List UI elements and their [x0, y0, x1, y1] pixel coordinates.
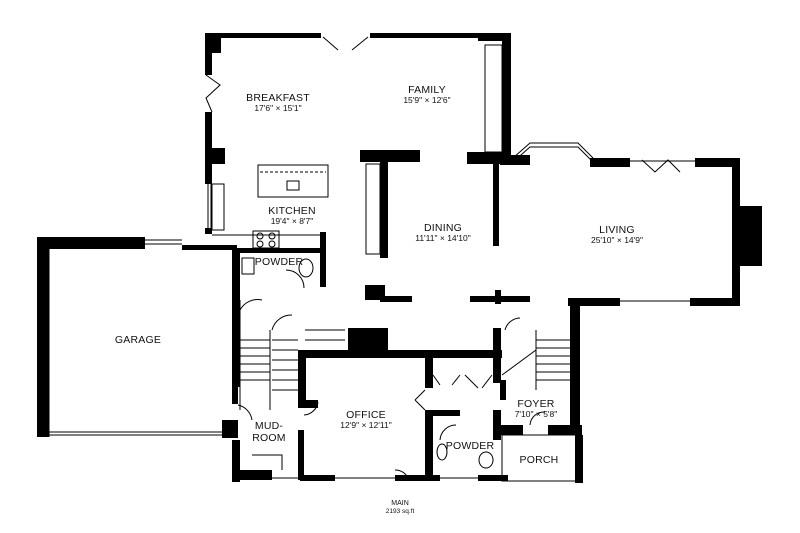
room-name: FAMILY [408, 84, 446, 96]
room-label-kitchen: KITCHEN 19'4" × 8'7" [268, 205, 316, 227]
room-label-office: OFFICE 12'9" × 12'11" [340, 409, 391, 431]
room-label-family: FAMILY 15'9" × 12'6" [403, 84, 450, 106]
room-name: PORCH [519, 454, 559, 466]
room-dimensions: 11'11" × 14'10" [415, 233, 471, 244]
room-label-powder-lower: POWDER [446, 440, 494, 452]
room-label-foyer: FOYER 7'10" × 5'8" [515, 398, 558, 420]
room-label-mudroom: MUD- ROOM [252, 420, 285, 444]
walls [37, 33, 762, 483]
room-label-breakfast: BREAKFAST 17'6" × 15'1" [246, 92, 310, 114]
room-name: GARAGE [114, 334, 162, 346]
floor-caption: MAIN 2193 sq.ft [386, 500, 415, 516]
floor-area: 2193 sq.ft [385, 508, 415, 516]
room-label-dining: DINING 11'11" × 14'10" [415, 222, 471, 244]
room-name: FOYER [517, 398, 555, 410]
floor-level: MAIN [391, 500, 409, 507]
room-name: LIVING [599, 224, 635, 236]
windows-doors [40, 35, 748, 482]
room-label-porch: PORCH [520, 454, 559, 466]
room-name: KITCHEN [268, 205, 316, 217]
room-label-living: LIVING 25'10" × 14'9" [591, 224, 643, 246]
room-dimensions: 25'10" × 14'9" [590, 235, 644, 246]
room-name: DINING [424, 222, 462, 234]
room-name: BREAKFAST [246, 92, 310, 104]
room-name: POWDER [254, 256, 304, 268]
room-name: POWDER [445, 440, 495, 452]
room-label-garage: GARAGE [115, 334, 161, 346]
room-label-powder-upper: POWDER [255, 256, 303, 268]
room-name: MUD- ROOM [252, 420, 286, 445]
room-dimensions: 7'10" × 5'8" [514, 409, 558, 420]
room-dimensions: 17'6" × 15'1" [254, 103, 302, 114]
room-dimensions: 15'9" × 12'6" [403, 95, 451, 106]
room-dimensions: 19'4" × 8'7" [270, 216, 314, 227]
room-dimensions: 12'9" × 12'11" [340, 420, 392, 431]
room-name: OFFICE [346, 409, 386, 421]
